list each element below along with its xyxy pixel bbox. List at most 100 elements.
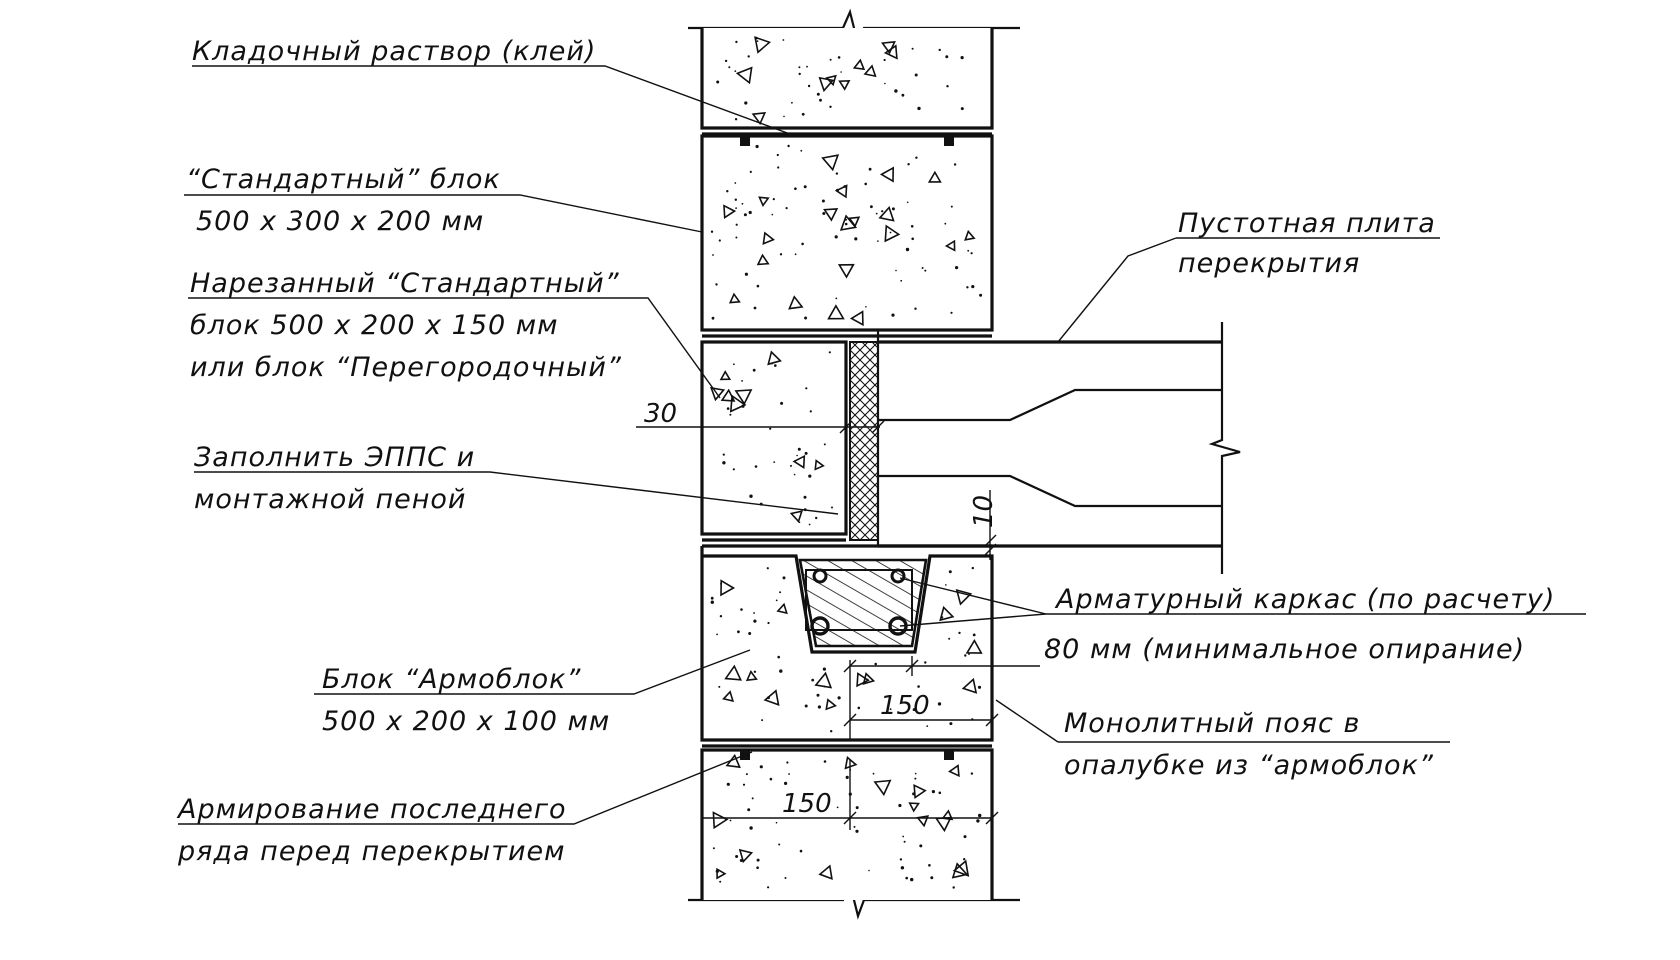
aggregate-dot: [735, 223, 738, 226]
aggregate-triangle: [745, 669, 758, 682]
aggregate-triangle: [916, 815, 930, 828]
aggregate-dot: [941, 616, 944, 619]
aggregate-dot: [797, 447, 801, 451]
aggregate-dot: [822, 667, 827, 671]
aggregate-dot: [716, 633, 718, 636]
aggregate-dot: [911, 47, 914, 50]
aggregate-dot: [881, 210, 884, 213]
aggregate-dot: [866, 678, 869, 681]
aggregate-dot: [779, 669, 783, 673]
aggregate-dot: [884, 82, 886, 85]
aggregate-triangle: [823, 208, 839, 222]
dim-armoblock-150: 150: [880, 691, 930, 721]
aggregate-triangle: [965, 638, 983, 654]
aggregate-dot: [953, 163, 957, 166]
aggregate-dot: [843, 185, 847, 188]
aggregate-triangle: [873, 779, 892, 797]
aggregate-triangle: [788, 295, 804, 310]
aggregate-dot: [853, 825, 856, 828]
label-monolithic-belt: Монолитный пояс в: [1064, 708, 1360, 739]
aggregate-dot: [772, 198, 775, 201]
aggregate-dot: [745, 773, 748, 776]
aggregate-dot: [828, 351, 831, 354]
label-mortar: Кладочный раствор (клей): [192, 36, 596, 67]
aggregate-dot: [753, 612, 755, 614]
aggregate-dot: [769, 777, 773, 781]
aggregate-dot: [808, 474, 812, 478]
aggregate-dot: [767, 886, 770, 889]
aggregate-dot: [952, 886, 955, 889]
aggregate-dot: [899, 858, 903, 861]
aggregate-dot: [779, 591, 782, 594]
aggregate-dot: [733, 363, 735, 366]
aggregate-dot: [931, 790, 936, 794]
aggregate-dot: [807, 84, 811, 88]
aggregate-dot: [811, 678, 815, 682]
aggregate-dot: [718, 685, 721, 688]
aggregate-dot: [741, 404, 745, 408]
aggregate-dot: [801, 112, 805, 116]
aggregate-dot: [710, 230, 714, 233]
aggregate-dot: [756, 40, 759, 42]
label-armoblock: Блок “Армоблок”: [322, 664, 581, 695]
aggregate-dot: [732, 468, 735, 471]
hollow-core-slab: [878, 322, 1241, 574]
aggregate-dot: [771, 362, 773, 365]
aggregate-dot: [836, 188, 839, 192]
aggregate-dot: [914, 772, 917, 775]
aggregate-dot: [917, 106, 921, 111]
aggregate-triangle: [863, 64, 877, 78]
aggregate-dot: [755, 36, 758, 40]
aggregate-dot: [735, 40, 738, 44]
aggregate-dot: [817, 705, 822, 709]
label-standard-block: “Стандартный” блок: [186, 164, 501, 195]
aggregate-dot: [816, 92, 820, 96]
aggregate-dot: [767, 621, 770, 625]
aggregate-dot: [787, 144, 790, 148]
aggregate-dot: [726, 407, 730, 410]
label-slab-floor: перекрытия: [1178, 248, 1360, 279]
aggregate-dot: [950, 311, 953, 314]
aggregate-dot: [834, 235, 838, 239]
aggregate-dot: [966, 286, 969, 289]
aggregate-dot: [794, 253, 797, 256]
aggregate-dot: [777, 655, 780, 659]
aggregate-dot: [928, 864, 931, 867]
aggregate-triangle: [913, 783, 927, 799]
aggregate-triangle: [852, 58, 866, 71]
aggregate-dot: [808, 523, 811, 526]
aggregate-dot: [711, 316, 715, 320]
aggregate-dot: [739, 859, 743, 862]
aggregate-dot: [734, 118, 738, 121]
aggregate-dot: [895, 269, 897, 272]
aggregate-dot: [912, 792, 916, 796]
aggregate-dot: [937, 702, 942, 706]
leader-lines: [178, 65, 1586, 825]
label-min-support: 80 мм (минимальное опирание): [1044, 634, 1525, 665]
aggregate-dot: [823, 443, 826, 446]
aggregate-dot: [777, 166, 780, 169]
aggregate-dot: [829, 105, 832, 109]
aggregate-dot: [766, 567, 769, 570]
aggregate-dot: [949, 722, 953, 726]
aggregate-triangle: [961, 677, 978, 694]
aggregate-dot: [907, 163, 910, 166]
aggregate-dot: [756, 284, 760, 288]
aggregate-dot: [855, 829, 859, 833]
aggregate-triangle: [884, 224, 901, 243]
aggregate-dot: [914, 307, 917, 310]
aggregate-dot: [938, 48, 941, 52]
aggregate-dot: [729, 819, 732, 822]
aggregate-dot: [782, 576, 786, 580]
aggregate-dot: [894, 89, 898, 93]
aggregate-triangle: [735, 66, 753, 85]
aggregate-dot: [816, 693, 820, 697]
aggregate-triangle: [837, 263, 855, 279]
aggregate-dot: [803, 185, 807, 189]
aggregate-dot: [793, 473, 796, 476]
aggregate-dot: [912, 708, 916, 712]
aggregate-dot: [978, 813, 982, 818]
aggregate-dot: [722, 453, 725, 456]
aggregate-dot: [776, 153, 779, 157]
aggregate-dot: [874, 662, 877, 666]
